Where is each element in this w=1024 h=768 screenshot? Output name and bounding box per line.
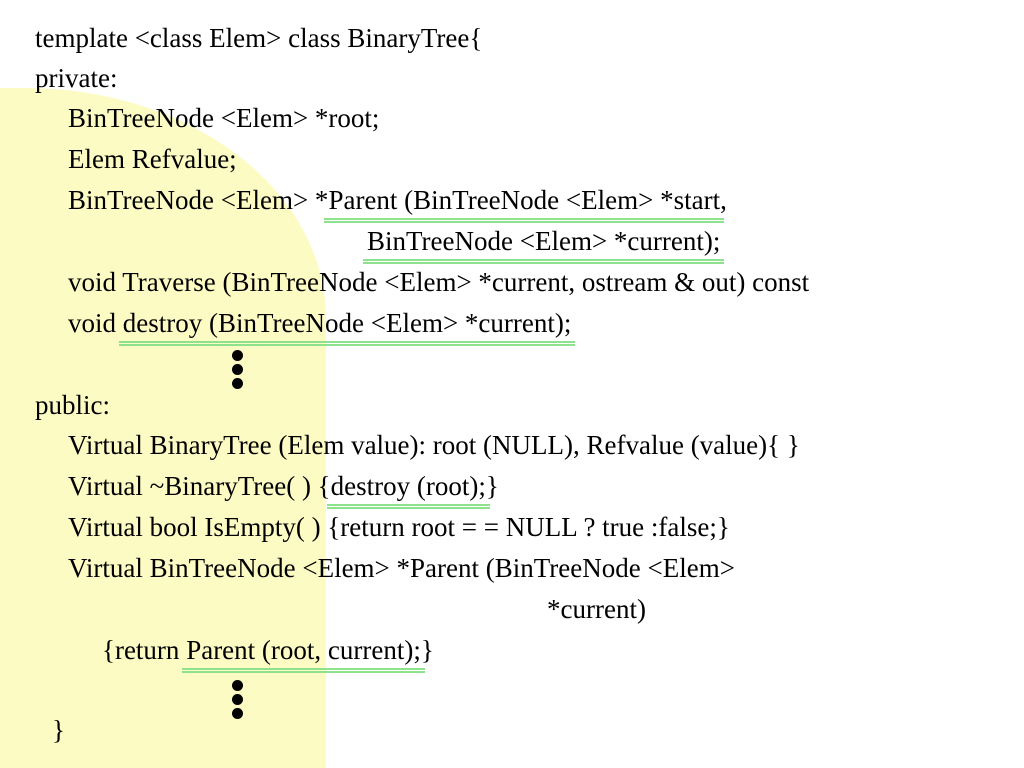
code-fragment: Virtual ~BinaryTree( ) { <box>68 471 331 501</box>
code-fragment: , <box>720 185 727 215</box>
code-line-root-member: BinTreeNode <Elem> *root; <box>68 103 380 133</box>
code-line-parent-public-body: {return Parent (root, current);} <box>102 634 434 673</box>
code-fragment: } <box>485 471 499 501</box>
code-fragment: BinTreeNode <Elem> * <box>68 185 329 215</box>
code-fragment: } <box>420 635 434 665</box>
code-line-public-label: public: <box>35 390 110 420</box>
code-line-parent-private-decl: BinTreeNode <Elem> *Parent (BinTreeNode … <box>68 184 727 223</box>
underlined-destroy-decl: destroy (BinTreeNode <Elem> *current); <box>118 308 575 346</box>
code-line-private-label: private: <box>35 63 118 93</box>
code-line-class-close: } <box>52 715 65 745</box>
code-line-parent-param-continuation: BinTreeNode <Elem> *current); <box>362 225 725 264</box>
code-line-parent-public-decl: Virtual BinTreeNode <Elem> *Parent (BinT… <box>68 553 735 583</box>
code-line-refvalue-member: Elem Refvalue; <box>68 144 237 174</box>
underlined-parent-root-call: Parent (root, current); <box>182 635 425 673</box>
code-line-traverse-decl: void Traverse (BinTreeNode <Elem> *curre… <box>68 267 810 297</box>
code-fragment: {return <box>102 635 187 665</box>
code-fragment: void <box>68 308 123 338</box>
code-line-destructor: Virtual ~BinaryTree( ) {destroy (root);} <box>68 470 499 509</box>
underlined-parent-call: Parent (BinTreeNode <Elem> *start <box>324 185 724 223</box>
code-line-isempty: Virtual bool IsEmpty( ) {return root = =… <box>68 512 730 542</box>
underlined-parent-param: BinTreeNode <Elem> *current); <box>362 226 725 264</box>
code-line-destroy-decl: void destroy (BinTreeNode <Elem> *curren… <box>68 307 575 346</box>
code-line-parent-public-param: *current) <box>547 594 646 624</box>
code-line-constructor: Virtual BinaryTree (Elem value): root (N… <box>68 430 800 460</box>
underlined-destroy-call: destroy (root); <box>326 471 491 509</box>
code-line-class-declaration: template <class Elem> class BinaryTree{ <box>35 23 483 53</box>
decorative-side-band <box>0 88 326 768</box>
